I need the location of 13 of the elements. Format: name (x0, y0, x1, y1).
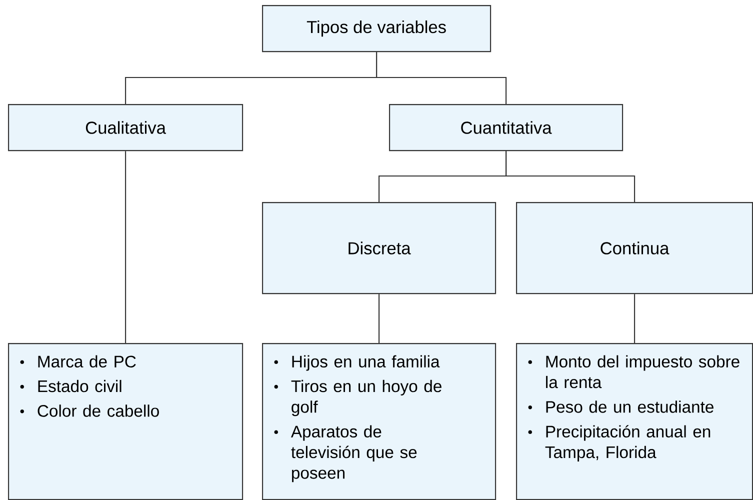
example-box: Hijos en una familia Tiros en un hoyo de golf Aparatos de televisión que se poseen (262, 343, 496, 500)
example-box: Monto del impuesto sobre la renta Peso de un estudiante Precipitación anual en Tampa, Florida (516, 343, 753, 500)
category-box: Continua (516, 202, 753, 294)
category-box: Discreta (262, 202, 496, 294)
connector-line (634, 294, 636, 343)
connector-line (506, 151, 636, 202)
connector-line (376, 52, 507, 104)
connector-line (125, 151, 126, 343)
category-box: Cuantitativa (389, 104, 624, 152)
category-box: Cualitativa (8, 104, 244, 152)
tipo-box: Tipos de variables (262, 5, 492, 52)
connector-line (378, 294, 380, 343)
example-box: Marca de PC Estado civil Color de cabello (8, 343, 244, 500)
